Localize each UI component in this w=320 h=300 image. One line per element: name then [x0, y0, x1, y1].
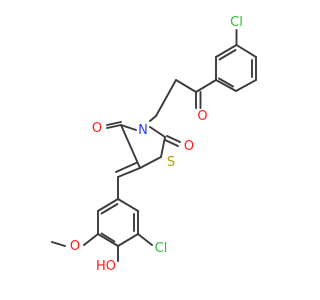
- atom-o-c4: O: [92, 121, 102, 136]
- atom-o-methoxy: O: [70, 239, 80, 254]
- thiazolidinedione-ring: [106, 124, 166, 169]
- atom-ho: HO: [96, 259, 116, 274]
- atom-cl-bottom: Cl: [155, 241, 168, 256]
- atom-cl-top: Cl: [230, 15, 243, 30]
- carbonyl-ch2-bond: [175, 79, 197, 93]
- atom-o-ketone: O: [197, 109, 207, 124]
- c-o-methoxy-bond: [83, 233, 99, 246]
- molecule-svg: Cl O N O O S Cl O HO: [51, 15, 257, 274]
- o-methyl-bond: [51, 241, 66, 247]
- molecule-structure-diagram: Cl O N O O S Cl O HO: [51, 15, 257, 274]
- chlorophenyl-ring: [215, 44, 257, 92]
- c2-carbonyl-bond-a: [164, 139, 179, 147]
- atom-o-c2: O: [184, 139, 194, 154]
- atom-s-ring: S: [167, 155, 175, 170]
- c4-carbonyl-bond-a: [106, 121, 122, 126]
- ch2-ring-bond: [155, 79, 177, 117]
- c2-carbonyl-bond-b: [166, 135, 181, 143]
- alkene-bond-b: [115, 162, 137, 173]
- atom-n-ring: N: [138, 123, 148, 138]
- ch2-n-bond: [149, 115, 157, 122]
- aryl-carbonyl-bond: [195, 79, 217, 93]
- vanillin-ring: [97, 198, 139, 247]
- c-cl-bond-bottom: [137, 233, 153, 246]
- alkene-bond-a: [117, 167, 141, 178]
